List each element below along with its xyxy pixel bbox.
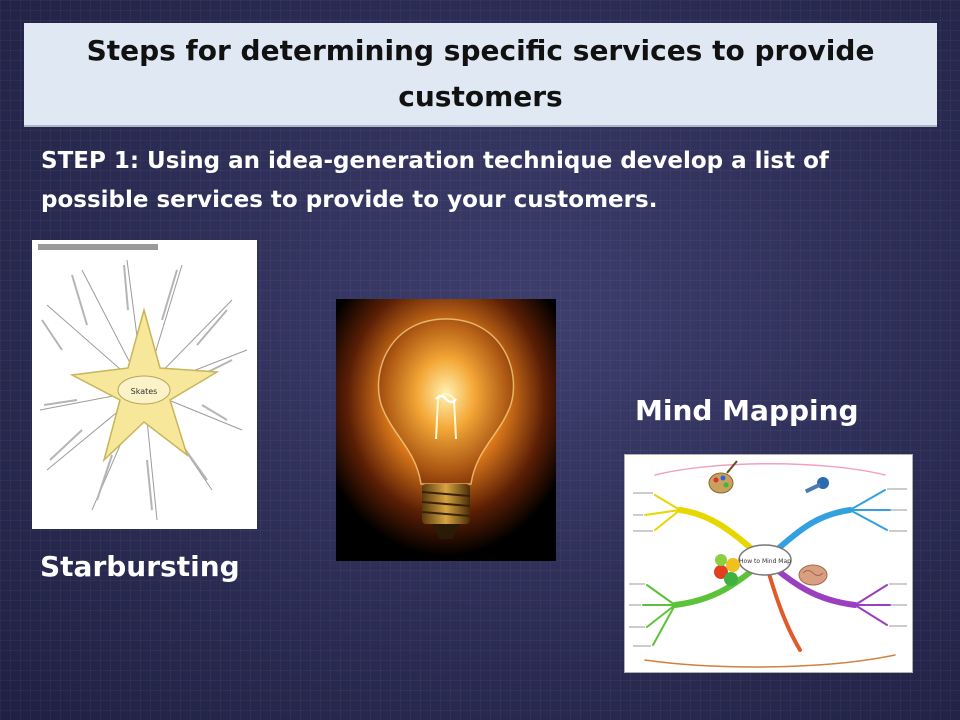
starbursting-caption: Starbursting [40, 550, 240, 583]
mind-map-image: How to Mind Map [624, 454, 913, 673]
starburst-center-label: Skates [131, 387, 158, 396]
step-1-text: STEP 1: Using an idea-generation techniq… [41, 148, 829, 213]
title-box: Steps for determining specific services … [24, 23, 937, 127]
light-bulb-image [336, 299, 556, 561]
mind-mapping-caption: Mind Mapping [635, 394, 859, 427]
slide-title: Steps for determining specific services … [86, 34, 875, 113]
mindmap-center-label: How to Mind Map [739, 558, 791, 565]
starburst-diagram-image: Skates [32, 240, 257, 529]
